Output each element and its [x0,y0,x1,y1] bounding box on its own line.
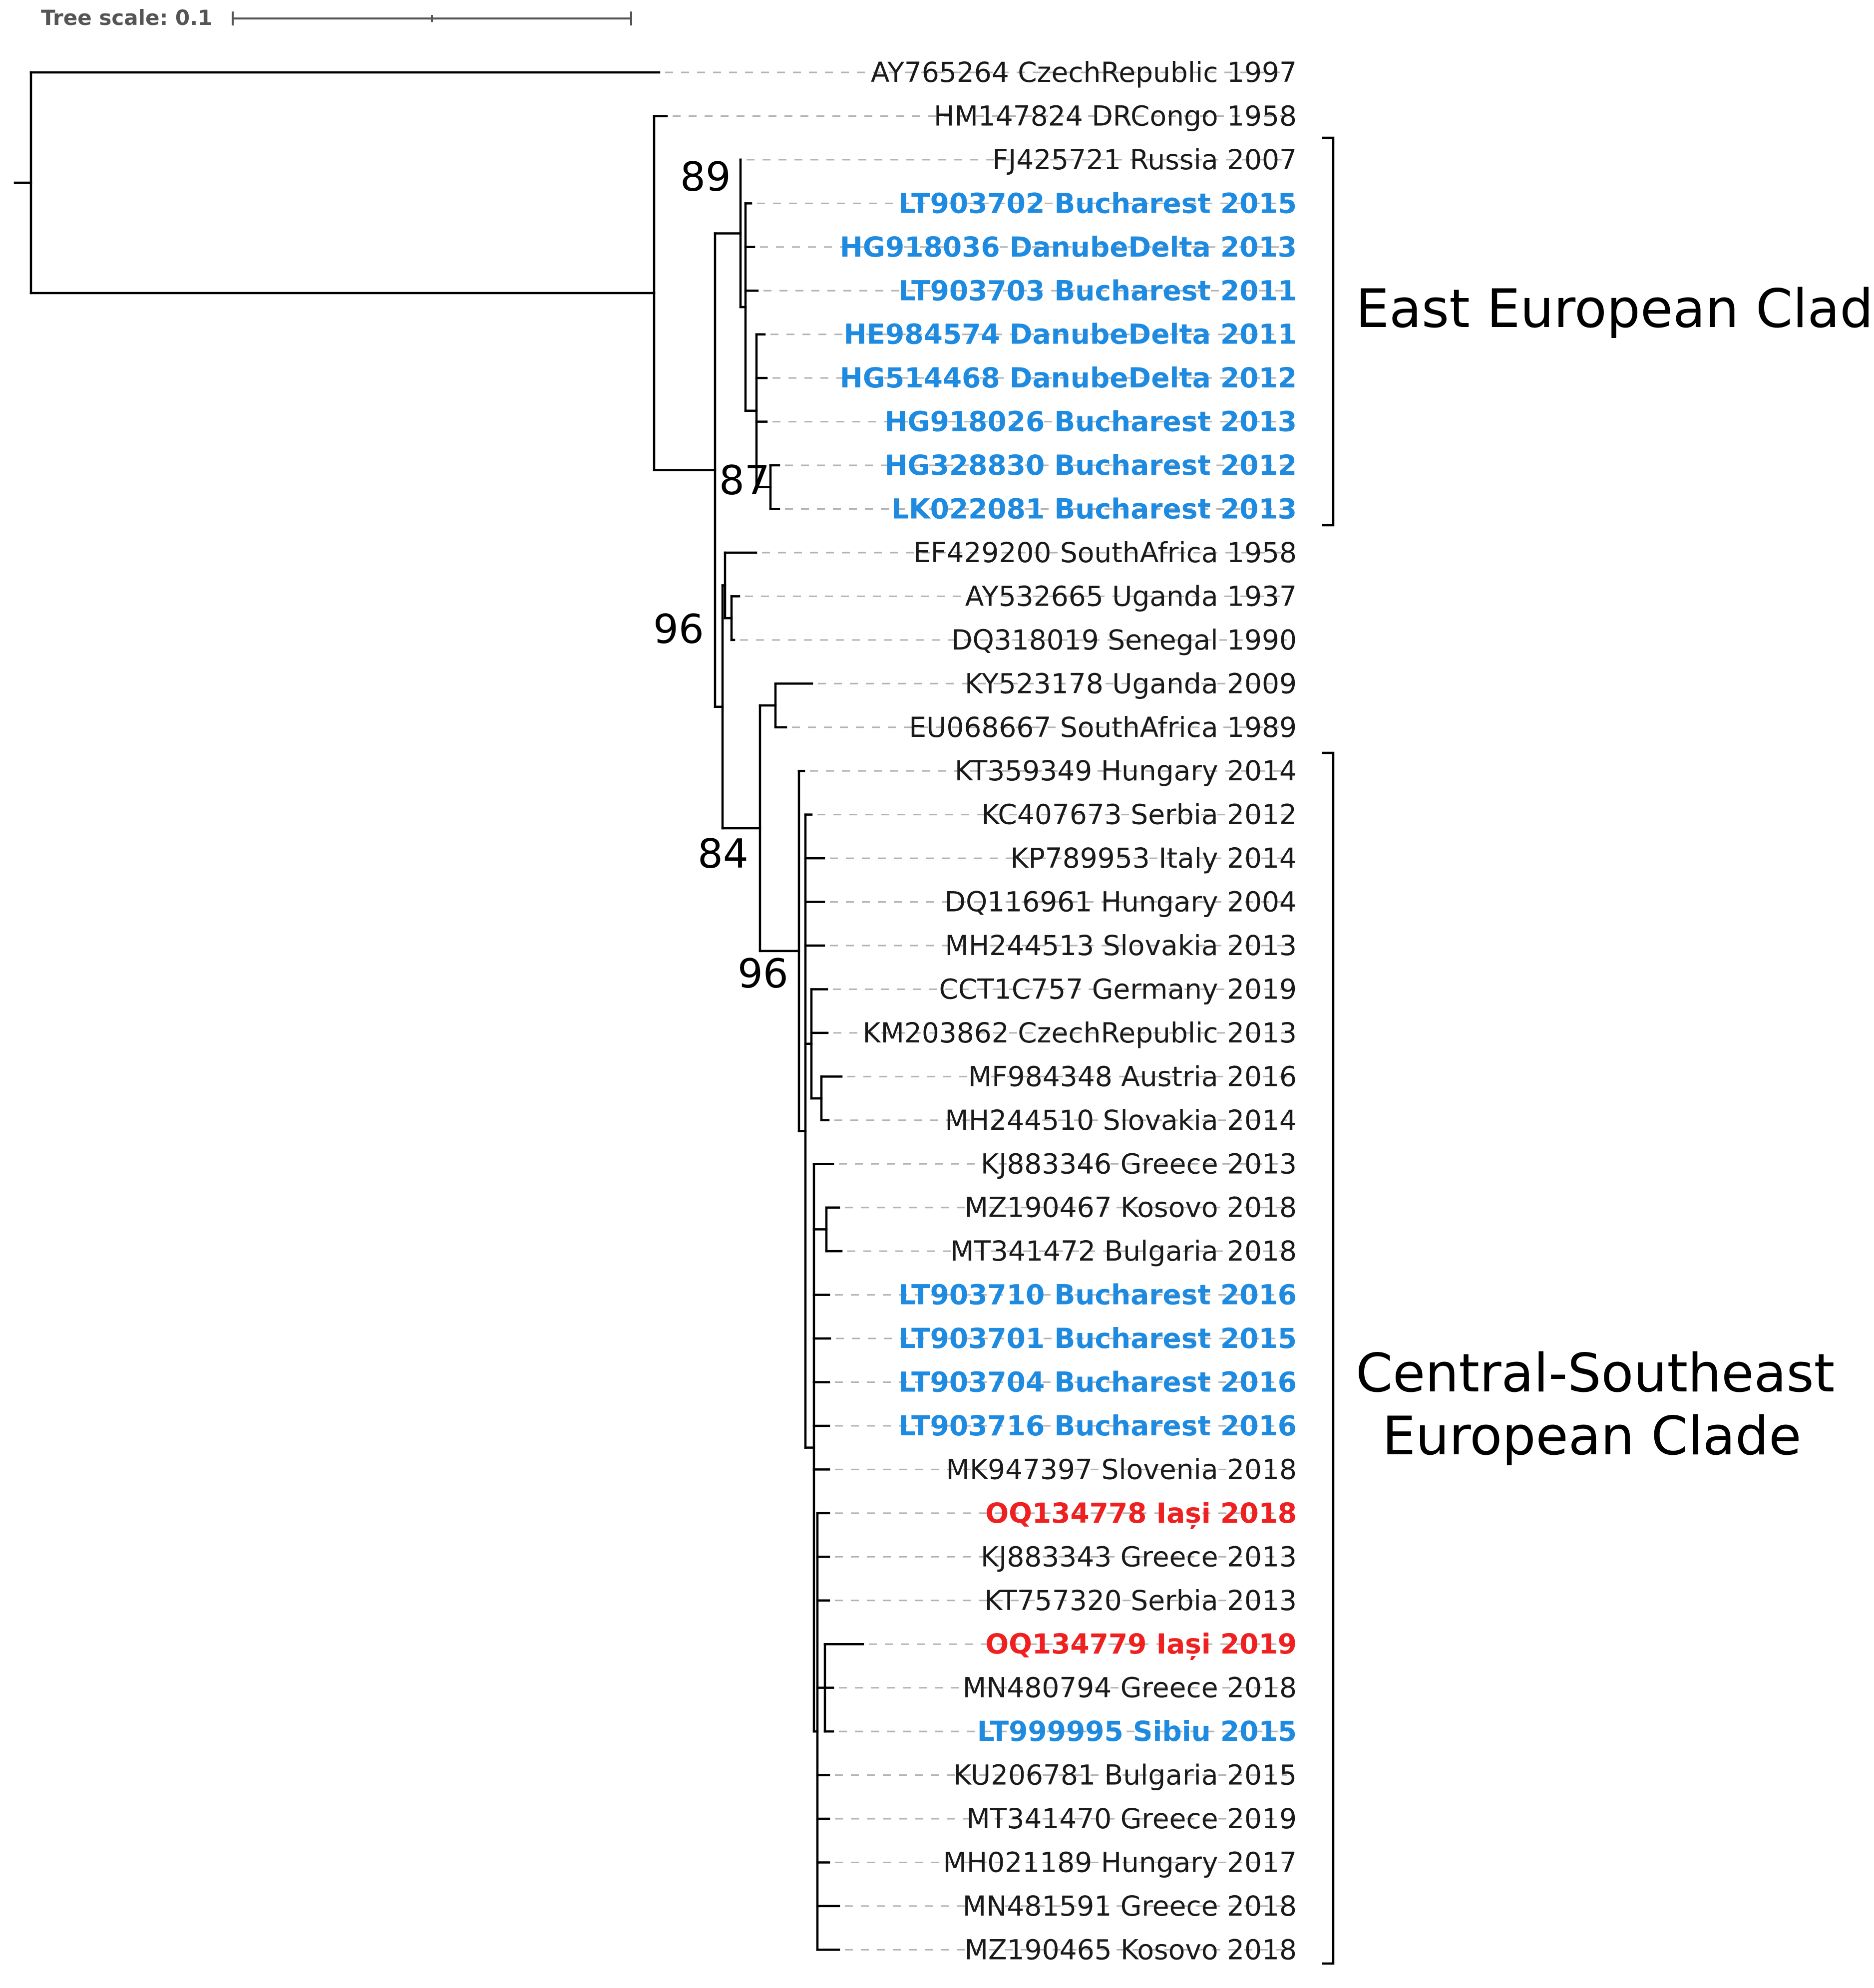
support-value: 96 [653,606,704,653]
leaf-label: HG514468 DanubeDelta 2012 [840,362,1297,394]
leaf-label: KY523178 Uganda 2009 [965,667,1297,699]
leaf-label: EF429200 SouthAfrica 1958 [913,537,1297,569]
leaf-label: MH244510 Slovakia 2014 [945,1104,1297,1136]
leaf-label: MH021189 Hungary 2017 [943,1846,1297,1878]
leaf-label: LT903703 Bucharest 2011 [898,275,1297,307]
leaf-label: HE984574 DanubeDelta 2011 [843,319,1297,350]
leaf-leader-lines [665,71,1287,1951]
clade-annotations: East European Clade Central-Southeast Eu… [1322,136,1874,1965]
leaf-label: FJ425721 Russia 2007 [992,144,1297,176]
leaf-label: MZ190465 Kosovo 2018 [964,1934,1297,1966]
leaf-label: HM147824 DRCongo 1958 [934,100,1297,132]
leaf-label: MH244513 Slovakia 2013 [945,930,1297,962]
support-value: 89 [680,154,731,200]
leaf-label: KJ883346 Greece 2013 [981,1148,1297,1180]
leaf-label: LT903704 Bucharest 2016 [898,1366,1297,1398]
leaf-label: HG328830 Bucharest 2012 [884,449,1297,481]
support-values: 89 87 96 84 96 [653,154,788,997]
leaf-label: MZ190467 Kosovo 2018 [964,1192,1297,1224]
leaf-label: KM203862 CzechRepublic 2013 [862,1017,1297,1049]
leaf-label: KC407673 Serbia 2012 [981,799,1297,831]
support-value: 96 [738,951,788,997]
leaf-label: AY765264 CzechRepublic 1997 [871,56,1297,88]
leaf-label: HG918026 Bucharest 2013 [884,406,1297,438]
leaf-label: CCT1C757 Germany 2019 [939,973,1297,1005]
leaf-label: DQ116961 Hungary 2004 [945,886,1297,918]
leaf-label: MT341472 Bulgaria 2018 [950,1235,1297,1267]
clade-bracket-central-southeast-european [1322,751,1335,1965]
leaf-label: LT999995 Sibiu 2015 [977,1715,1297,1747]
leaf-label: MT341470 Greece 2019 [966,1803,1297,1835]
tree-scale: Tree scale: 0.1 [41,5,632,30]
clade-label-east-european: East European Clade [1356,278,1874,339]
leaf-label: KU206781 Bulgaria 2015 [953,1759,1297,1791]
leaf-label: MN480794 Greece 2018 [963,1672,1297,1704]
leaf-label: LT903710 Bucharest 2016 [898,1279,1297,1311]
leaf-label: KT359349 Hungary 2014 [955,755,1297,787]
support-value: 84 [698,831,749,877]
support-value: 87 [719,457,770,504]
leaf-label: EU068667 SouthAfrica 1989 [909,711,1297,743]
leaf-label: DQ318019 Senegal 1990 [951,624,1297,656]
leaf-label: LT903716 Bucharest 2016 [898,1410,1297,1442]
leaf-label: MK947397 Slovenia 2018 [946,1453,1297,1485]
clade-bracket-east-european [1322,136,1335,527]
leaf-label: OQ134778 Iași 2018 [985,1497,1297,1530]
leaf-label: LT903701 Bucharest 2015 [898,1323,1297,1354]
leaf-label: AY532665 Uganda 1937 [965,580,1297,612]
leaf-label: LT903702 Bucharest 2015 [898,187,1297,219]
tree-branches [13,71,864,1951]
leaf-label: KP789953 Italy 2014 [1011,842,1297,874]
leaf-label: KJ883343 Greece 2013 [981,1541,1297,1573]
leaf-label: KT757320 Serbia 2013 [984,1585,1297,1617]
clade-label-central-southeast-european-line1: Central-Southeast [1356,1342,1835,1404]
leaf-label: LK022081 Bucharest 2013 [891,493,1297,525]
leaf-label: OQ134779 Iași 2019 [985,1628,1297,1660]
leaf-label: HG918036 DanubeDelta 2013 [840,231,1297,263]
clade-label-central-southeast-european-line2: European Clade [1382,1405,1802,1467]
leaf-label: MF984348 Austria 2016 [968,1060,1297,1092]
tree-scale-label: Tree scale: 0.1 [41,5,212,30]
leaf-label: MN481591 Greece 2018 [963,1890,1297,1922]
